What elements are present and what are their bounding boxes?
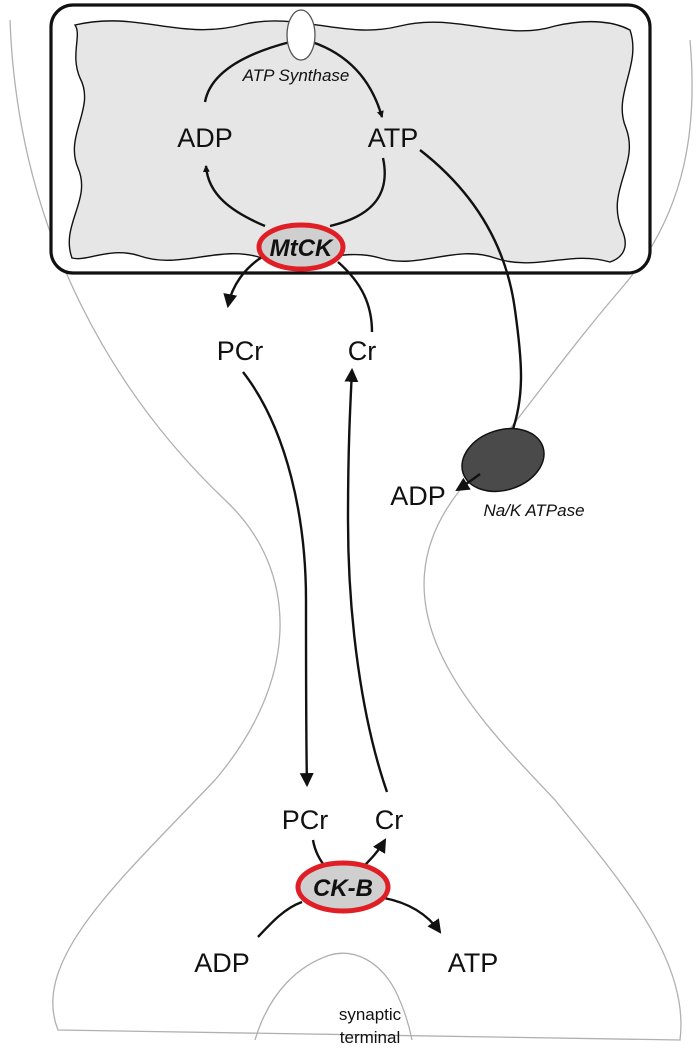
cycle-arrow-to-atp [311, 40, 384, 119]
cycle-arc-right-bottom [329, 157, 386, 228]
terminal-atp-label: ATP [448, 948, 499, 978]
cycle-arc-left-top [203, 40, 291, 103]
na-k-atpase-icon [461, 427, 545, 493]
neuron-outline [9, 19, 693, 1041]
pump-adp-label: ADP [390, 481, 446, 511]
mtck-to-pcr-arrow [223, 255, 263, 309]
synaptic-label-line1: synaptic [339, 1005, 402, 1024]
mitochondrial-matrix [68, 20, 634, 264]
mito-adp-label: ADP [177, 123, 233, 153]
atp-to-pump-arrow [419, 149, 523, 433]
cycle-arrow-to-adp [202, 164, 266, 228]
na-k-atpase-label: Na/K ATPase [483, 501, 584, 520]
atp-synthase-label: ATP Synthase [242, 66, 350, 85]
cr-bottom-label: Cr [375, 805, 404, 835]
synaptic-notch [254, 952, 413, 1041]
mito-atp-label: ATP [368, 123, 419, 153]
ckb-to-atp-arrow [383, 896, 442, 934]
mtck-enzyme-icon [256, 222, 346, 272]
pump-to-adp-arrow [455, 473, 481, 492]
ckb-label: CK-B [313, 875, 373, 902]
ckb-enzyme-icon [295, 860, 391, 914]
pcr-top-label: PCr [217, 336, 264, 366]
cr-diffusion-arrow [344, 367, 389, 793]
cr-to-mtck-line [337, 261, 374, 333]
pcr-bottom-label: PCr [282, 805, 329, 835]
atp-synthase-icon [286, 9, 316, 61]
terminal-adp-label: ADP [194, 948, 250, 978]
synaptic-label-line2: terminal [340, 1028, 400, 1047]
adp-to-ckb-line [257, 900, 303, 938]
pcr-diffusion-arrow [242, 371, 314, 788]
cr-top-label: Cr [348, 336, 377, 366]
mtck-label: MtCK [270, 235, 334, 262]
